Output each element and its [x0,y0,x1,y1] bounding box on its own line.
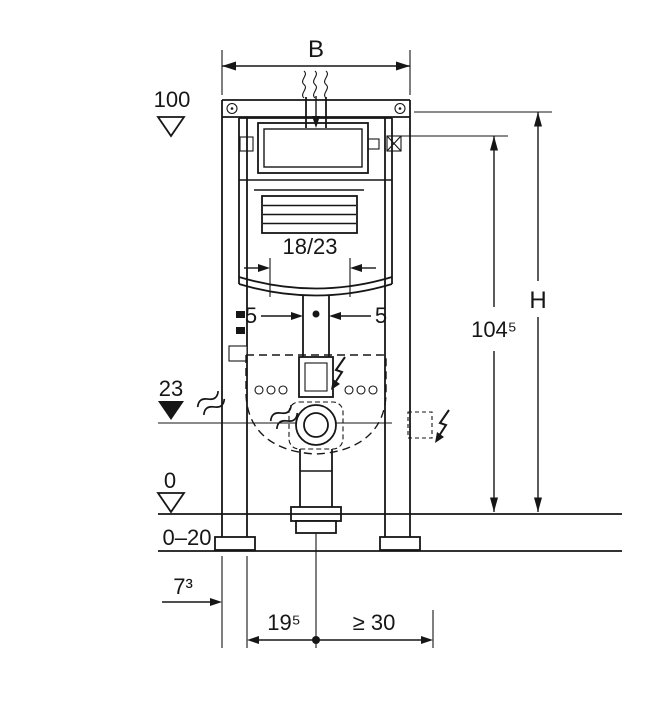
vent-connection [302,70,328,128]
dimension-height-104: 104⁵ [400,135,517,512]
dim-18-23-label: 18/23 [282,234,337,259]
dim-195-label: 19⁵ [267,610,301,635]
bracket-left [239,136,254,152]
rail-bracket [228,345,248,362]
dim-73-label: 7³ [173,574,193,599]
bolt-hole [356,385,366,395]
level-0-label: 0 [164,468,176,493]
floor-range-label: 0–20 [163,525,212,550]
wc-bowl-outline [245,355,387,455]
flush-pipe [302,296,330,358]
dimension-min-30: ≥ 30 [316,610,433,644]
dimension-18-23: 18/23 [244,234,376,297]
dim-5-right-label: 5 [375,303,387,328]
bolt-hole [368,385,378,395]
arrowhead-right [396,61,410,71]
dim-b-label: B [308,36,324,63]
level-marker-100: 100 [154,87,191,138]
foot-plate-left [214,536,256,551]
filled-level-triangle-icon [158,401,184,420]
mounting-plate-and-bowl [245,354,387,455]
centerline-dot [312,310,320,318]
bolt-hole [278,385,288,395]
dimension-height-h: H [414,111,552,512]
access-window-inner [263,128,363,168]
bolt-hole [344,385,354,395]
drain-pocket-outline [288,401,344,450]
open-level-triangle-icon [156,116,186,138]
arrowhead-left [222,61,236,71]
pipe-clip-upper [236,311,245,318]
vapor-squiggle-icon [324,70,328,99]
dimension-73: 7³ [162,574,222,606]
bolt-hole [266,385,276,395]
level-marker-23: 23 [158,376,392,424]
open-level-triangle-icon [156,492,186,514]
bottom-dimensions: 7³ 19⁵ ≥ 30 [162,533,434,648]
vapor-squiggle-icon [302,70,306,99]
concealed-cistern [238,117,402,297]
pipe-clip-lower [236,327,245,334]
foot-plate-right [379,536,421,551]
access-window-outer [257,122,369,174]
drain-outlet-inner [303,412,329,438]
dim-104-label: 104⁵ [471,317,517,342]
bolt-hole [254,385,264,395]
flexible-connection-icon [267,401,301,433]
lightning-bolt-icon [434,409,450,444]
floor-levels: 0 0–20 [156,468,622,552]
down-arrowhead [312,116,320,128]
dim-min-30-label: ≥ 30 [353,610,396,635]
dim-5-left-label: 5 [245,303,257,328]
dimension-width-b: B [221,36,411,95]
drain-elbow-lower [295,520,337,534]
dimension-195: 19⁵ [247,610,320,644]
level-23-label: 23 [159,376,183,401]
wall-anchor [386,135,402,152]
level-100-label: 100 [154,87,191,112]
electrical-outlet-box [407,409,450,444]
vapor-squiggle-icon [313,70,317,99]
mounting-frame [214,99,421,551]
flush-plate-louvers [261,195,358,234]
dim-h-label: H [529,287,546,314]
dimension-5: 5 5 [245,303,387,328]
bracket-right [367,138,380,150]
drain-outlet-outer [295,404,337,446]
